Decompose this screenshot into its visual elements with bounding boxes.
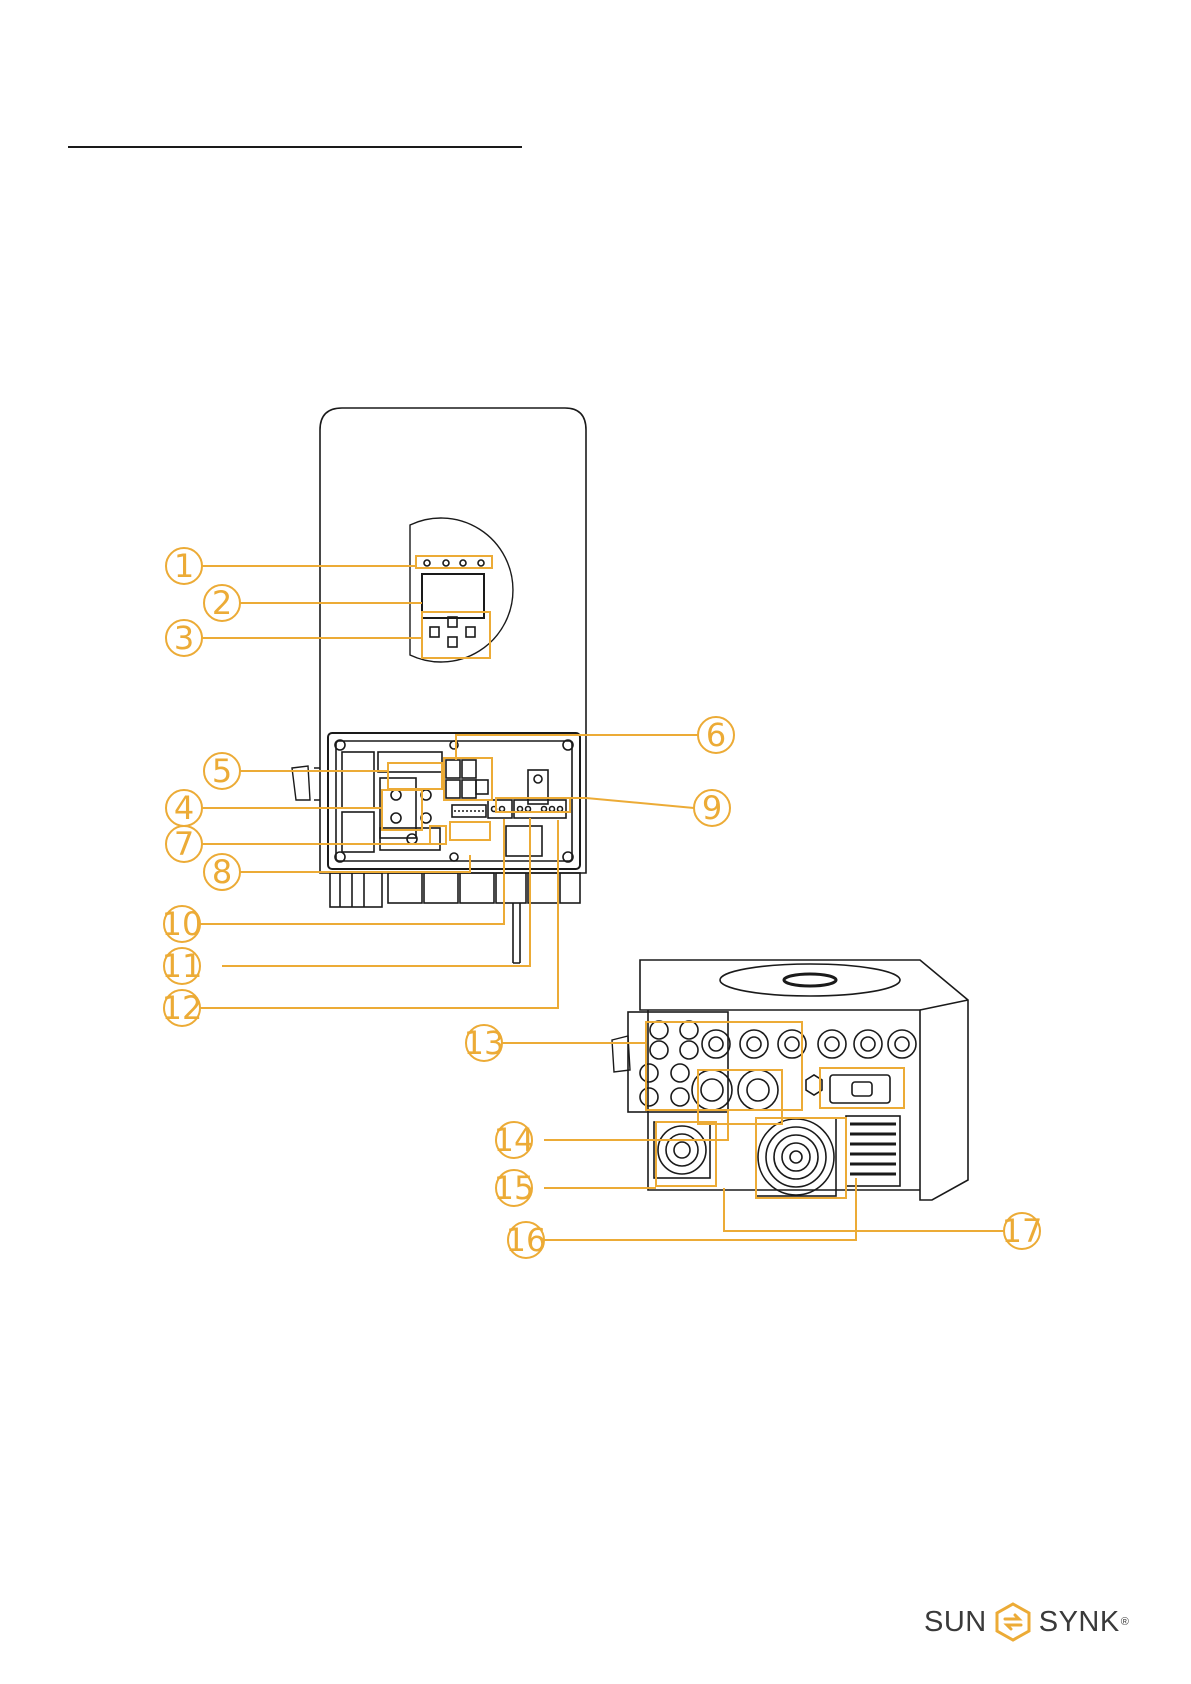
callout-4: 4: [166, 789, 202, 827]
callout-7: 7: [166, 825, 202, 863]
svg-text:14: 14: [494, 1121, 535, 1159]
callout-16: 16: [506, 1221, 547, 1259]
sunsynk-arrows-icon: [993, 1602, 1033, 1642]
callout-10: 10: [162, 905, 203, 943]
svg-text:15: 15: [494, 1169, 535, 1207]
svg-text:6: 6: [706, 716, 726, 754]
callout-17: 17: [1002, 1212, 1043, 1250]
svg-text:9: 9: [702, 789, 722, 827]
callout-1: 1: [166, 547, 202, 585]
sunsynk-logo: SUN SYNK ®: [924, 1598, 1129, 1646]
inverter-bottom-view: [612, 960, 968, 1200]
svg-text:10: 10: [162, 905, 203, 943]
callout-15: 15: [494, 1169, 535, 1207]
callout-leaders: [188, 556, 1010, 1240]
callout-13: 13: [464, 1024, 505, 1062]
svg-text:5: 5: [212, 752, 232, 790]
logo-text-sun: SUN: [924, 1606, 987, 1639]
svg-text:2: 2: [212, 584, 232, 622]
svg-text:17: 17: [1002, 1212, 1043, 1250]
svg-text:3: 3: [174, 619, 194, 657]
svg-text:1: 1: [174, 547, 194, 585]
svg-text:8: 8: [212, 853, 232, 891]
logo-text-synk: SYNK: [1039, 1606, 1120, 1639]
svg-text:13: 13: [464, 1024, 505, 1062]
svg-text:16: 16: [506, 1221, 547, 1259]
registered-mark: ®: [1121, 1616, 1130, 1628]
svg-text:7: 7: [174, 825, 194, 863]
callout-6: 6: [698, 716, 734, 754]
callout-8: 8: [204, 853, 240, 891]
callout-2: 2: [204, 584, 240, 622]
callout-3: 3: [166, 619, 202, 657]
callout-9: 9: [694, 789, 730, 827]
svg-text:12: 12: [162, 989, 203, 1027]
callout-markers: 1 2 3 4 5 6 7 8 9 10 11 12 13 14 15: [162, 547, 1043, 1259]
svg-text:11: 11: [162, 947, 203, 985]
callout-12: 12: [162, 989, 203, 1027]
inverter-front-view: [292, 408, 586, 963]
callout-14: 14: [494, 1121, 535, 1159]
callout-5: 5: [204, 752, 240, 790]
svg-text:4: 4: [174, 789, 194, 827]
callout-11: 11: [162, 947, 203, 985]
